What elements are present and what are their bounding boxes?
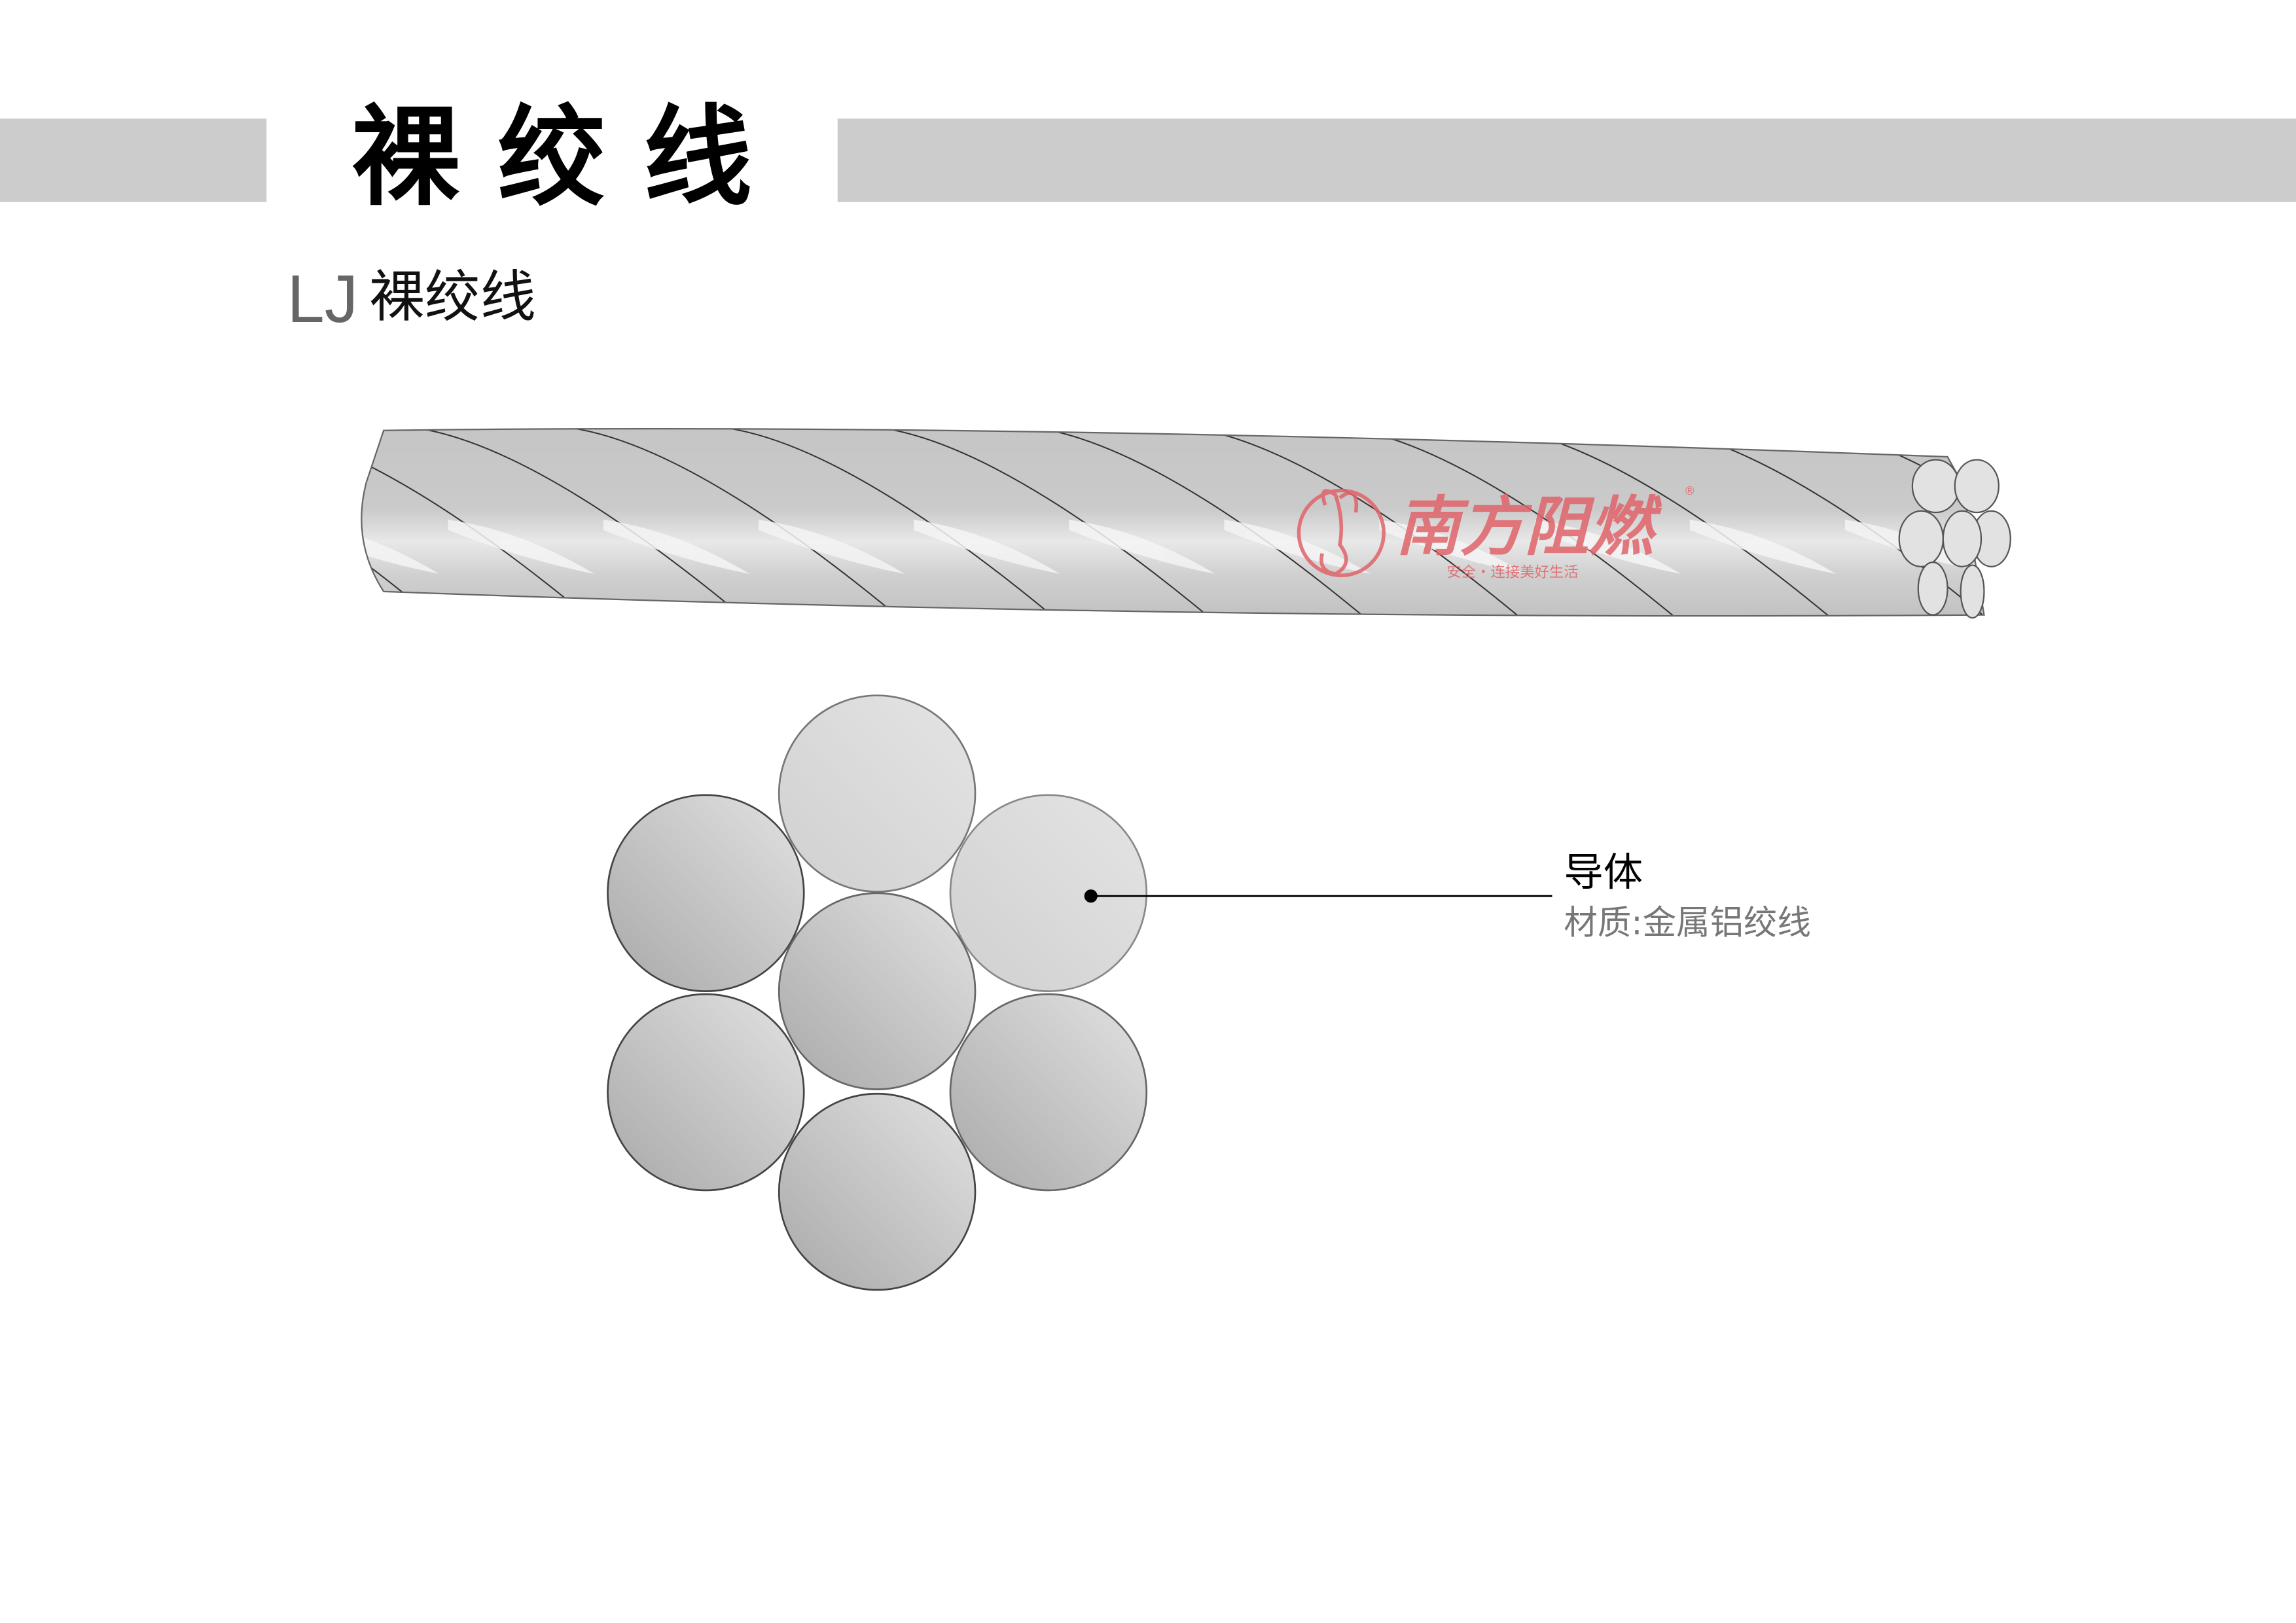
strand-edge-line	[361, 429, 440, 616]
wire-upper-left	[607, 794, 805, 992]
strand-edge-line	[361, 429, 595, 616]
strand-edge-line	[1189, 429, 1526, 616]
brand-name: 南方阻燃	[1395, 490, 1662, 565]
wire-lower-left	[607, 993, 805, 1192]
strand-highlight	[914, 520, 1060, 575]
cable-end-wires	[1898, 459, 2011, 619]
product-code: LJ	[287, 261, 359, 336]
strand-edge-line	[412, 429, 751, 616]
conductor-callout: 导体 材质:金属铝绞线	[1084, 850, 1811, 942]
strand-highlight	[2000, 520, 2147, 574]
product-name: 裸绞线	[369, 265, 536, 330]
cross-section	[607, 694, 1148, 1291]
header-bar-left	[0, 118, 267, 202]
strand-edge-line	[723, 429, 1061, 616]
brand-watermark: 南方阻燃 ® 安全・连接美好生活	[1297, 484, 1696, 580]
strand-edge-line	[1033, 429, 1371, 616]
strand-highlight	[2155, 520, 2296, 574]
brand-slogan: 安全・连接美好生活	[1446, 563, 1578, 580]
strand-edge-line	[1965, 429, 1984, 616]
strand-highlight	[448, 520, 595, 575]
strand-highlight	[758, 520, 905, 575]
strand-edge-line	[878, 429, 1216, 616]
wire-lower-right	[949, 993, 1148, 1192]
strand-highlight	[1379, 520, 1526, 575]
header-bar-right	[837, 118, 2296, 202]
strand-highlight	[1224, 520, 1371, 575]
wire-top	[778, 694, 977, 893]
wire-center	[778, 892, 977, 1090]
wire-bottom	[778, 1092, 977, 1291]
callout-detail: 材质:金属铝绞线	[1564, 903, 1810, 942]
strand-edge-line	[567, 429, 906, 616]
wire-upper-right	[949, 794, 1148, 992]
strand-highlight	[603, 520, 750, 575]
strand-highlight	[1689, 520, 1837, 575]
page-title: 裸 绞 线	[351, 95, 752, 221]
registered-mark: ®	[1684, 484, 1696, 498]
strand-highlight	[1069, 520, 1215, 575]
strand-highlight	[361, 520, 440, 575]
cable-illustration	[361, 427, 2296, 619]
callout-label: 导体	[1564, 850, 1643, 896]
strand-highlight	[1534, 520, 1681, 575]
rabbit-logo-icon	[1297, 488, 1386, 578]
